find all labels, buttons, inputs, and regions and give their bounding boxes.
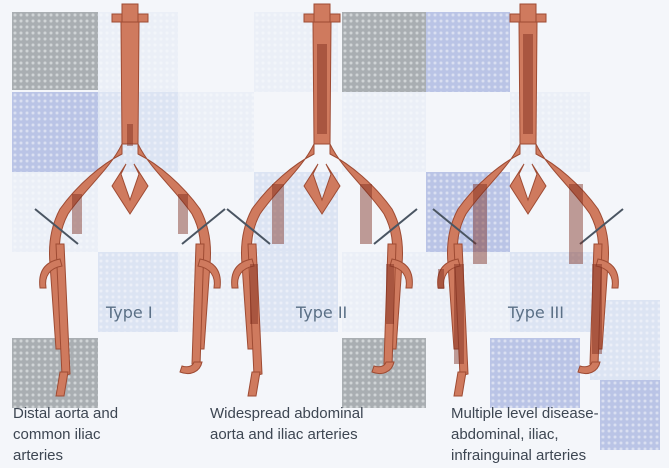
disease-segment xyxy=(569,184,583,264)
type-ii-label: Type II xyxy=(296,303,347,322)
disease-segment xyxy=(386,264,394,324)
disease-segment xyxy=(127,124,133,146)
artery-tree-type-3 xyxy=(433,4,623,396)
disease-segment xyxy=(272,184,284,244)
disease-segment xyxy=(250,264,258,324)
artery-tree-type-2 xyxy=(227,4,417,396)
type-ii-caption: Widespread abdominal aorta and iliac art… xyxy=(210,403,363,445)
type-i-label: Type I xyxy=(106,303,153,322)
type-iii-label: Type III xyxy=(508,303,564,322)
disease-segment xyxy=(438,269,444,289)
disease-segment xyxy=(454,264,464,364)
disease-segment xyxy=(473,184,487,264)
type-i-caption: Distal aorta and common iliac arteries xyxy=(13,403,118,466)
disease-segment xyxy=(317,44,327,134)
disease-segment xyxy=(72,194,82,234)
disease-segment xyxy=(178,194,188,234)
artery-tree-type-1 xyxy=(35,4,225,396)
disease-segment xyxy=(360,184,372,244)
disease-segment xyxy=(592,264,602,354)
disease-segment xyxy=(523,34,533,134)
type-iii-caption: Multiple level disease- abdominal, iliac… xyxy=(451,403,599,466)
